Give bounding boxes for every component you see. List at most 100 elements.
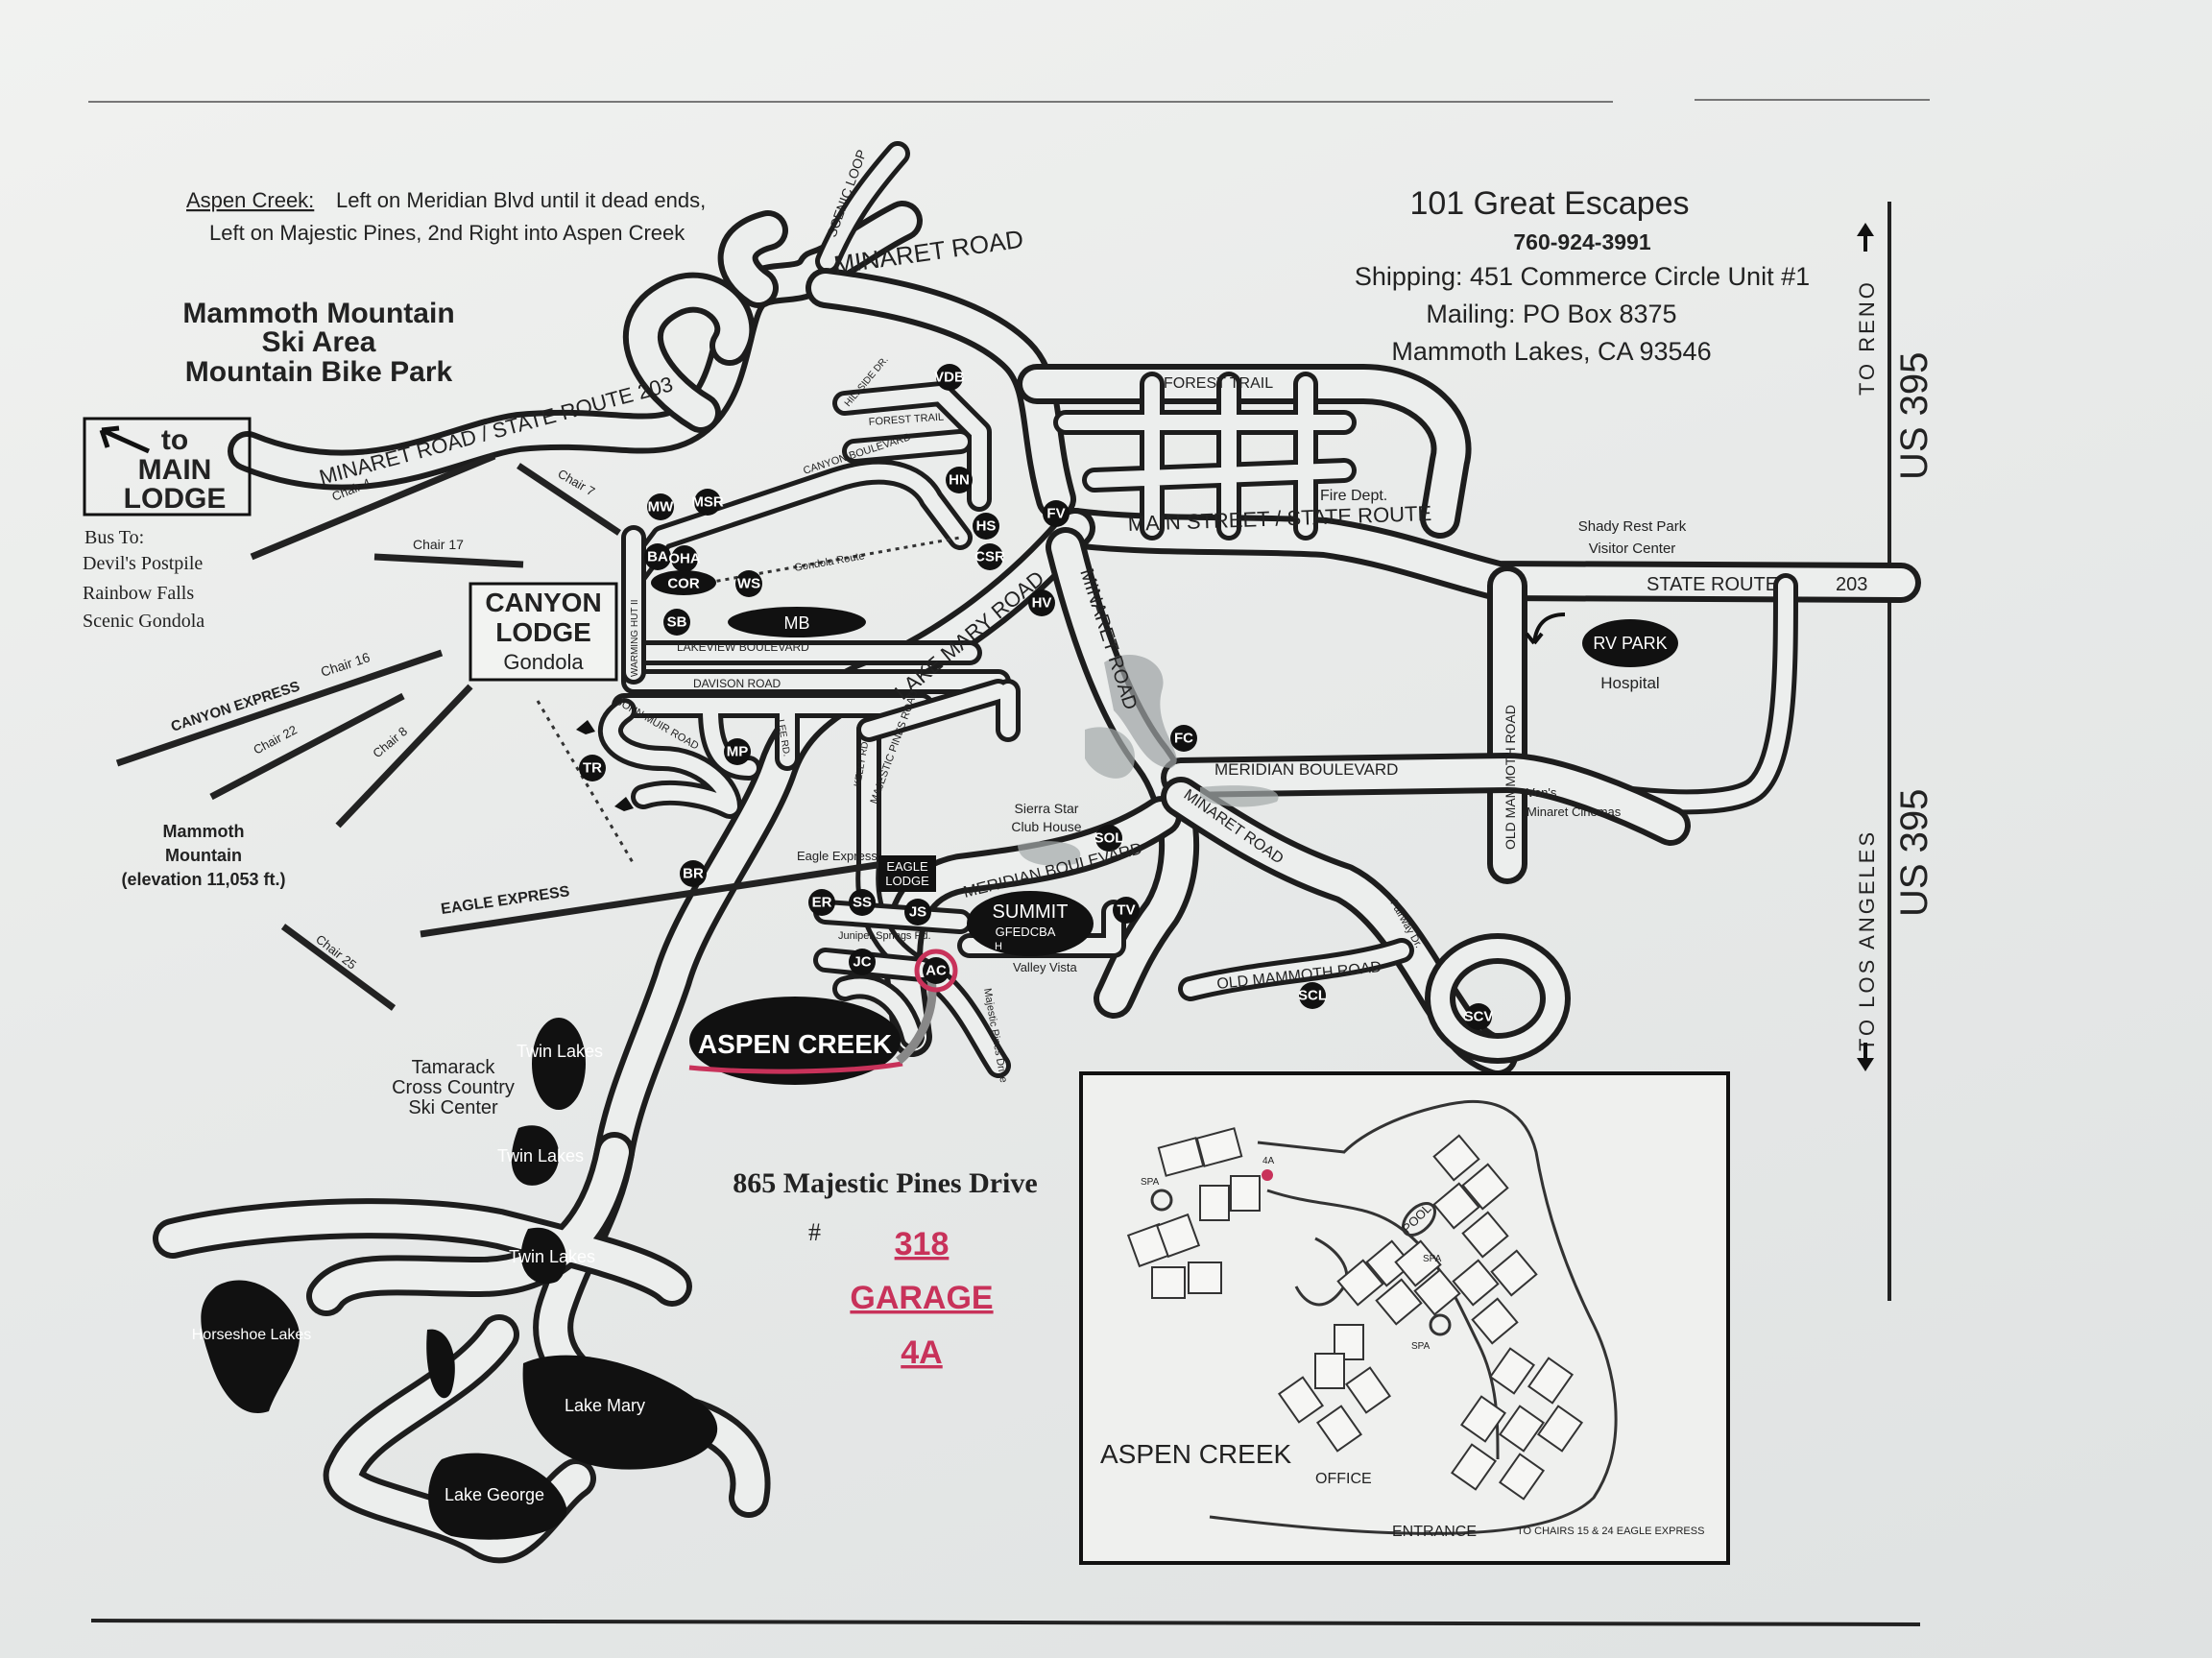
- lift-chair22: [209, 692, 405, 801]
- lake-george: [428, 1453, 567, 1540]
- main-lodge-to: to: [161, 424, 188, 456]
- marker-ss: [849, 889, 876, 916]
- company-mailing: Mailing: PO Box 8375: [1426, 300, 1676, 328]
- road-label-davison: DAVISON ROAD: [693, 677, 781, 690]
- marker-er: [808, 889, 835, 916]
- aspen-creek-pill: [689, 997, 901, 1085]
- lift-chair4: [250, 452, 496, 561]
- marker-sb: [663, 609, 690, 636]
- road-label-valley-vista: Valley Vista: [1013, 960, 1077, 974]
- marker-label: VDB: [934, 370, 965, 386]
- marker-hv: [1028, 589, 1055, 616]
- marker-label: BA: [647, 549, 668, 565]
- marker-ws: [735, 570, 762, 597]
- arrow-up-icon: [1857, 223, 1874, 236]
- bus-stop-1: Devil's Postpile: [83, 553, 203, 574]
- marker-fc: [1170, 725, 1197, 752]
- lift-label-chair16: Chair 16: [319, 649, 372, 680]
- marker-label: JC: [853, 954, 871, 971]
- unit-number: 318: [895, 1226, 950, 1262]
- marker-hn: [946, 467, 973, 493]
- company-phone: 760-924-3991: [1513, 229, 1650, 254]
- eagle-lodge-line2: LODGE: [885, 874, 929, 888]
- marker-label: MW: [648, 499, 674, 516]
- vons-label: Von's: [1527, 785, 1557, 800]
- canyon-lodge-sub: Gondola: [503, 650, 584, 674]
- main-lodge-arrow: [99, 425, 151, 454]
- marker-js: [904, 899, 931, 925]
- marker-label: ER: [812, 895, 832, 911]
- lift-label-eagle-express-small: Eagle Express: [797, 849, 878, 863]
- canyon-lodge-line2: LODGE: [495, 617, 591, 647]
- road-label-state-route: STATE ROUTE: [1647, 574, 1778, 595]
- marker-label: SCL: [1298, 988, 1327, 1004]
- marker-label: TV: [1117, 902, 1135, 919]
- marker-ba: [644, 543, 671, 570]
- marker-mw: [647, 493, 674, 520]
- hospital-label: Hospital: [1600, 674, 1659, 692]
- elevation-line3: (elevation 11,053 ft.): [121, 870, 285, 889]
- road-label-old-mammoth-v: OLD MAMMOTH ROAD: [1503, 705, 1518, 850]
- company-city: Mammoth Lakes, CA 93546: [1391, 337, 1711, 366]
- mountain-line2: Ski Area: [262, 326, 376, 358]
- marker-tv: [1113, 897, 1140, 924]
- road-forest-trail: [1017, 364, 1472, 539]
- lift-chair8: [335, 684, 473, 829]
- summit-sub2: H: [995, 941, 1002, 952]
- lift-eagle-express: [420, 860, 884, 938]
- directions-place: Aspen Creek:: [186, 188, 314, 212]
- marker-label: TR: [583, 760, 602, 777]
- main-lodge-line2: LODGE: [124, 483, 227, 515]
- inset-title: ASPEN CREEK: [1100, 1439, 1291, 1469]
- company-shipping: Shipping: 451 Commerce Circle Unit #1: [1355, 262, 1810, 291]
- inset-garage-marker-label: 4A: [1262, 1156, 1275, 1166]
- inset-chairs: TO CHAIRS 15 & 24 EAGLE EXPRESS: [1517, 1526, 1704, 1537]
- mountain-line3: Mountain Bike Park: [185, 356, 453, 388]
- unit-space: 4A: [901, 1334, 942, 1371]
- summit-sub: GFEDCBA: [996, 925, 1056, 939]
- mb-pill: [728, 607, 866, 637]
- marker-label: HS: [976, 518, 997, 535]
- elevation-line1: Mammoth: [163, 822, 245, 841]
- lift-chair17: [373, 553, 524, 568]
- rv-arrow: [1525, 613, 1566, 645]
- marker-hs: [973, 513, 999, 540]
- bottom-rule: [90, 1619, 1921, 1626]
- aspen-creek-marker-ring: [914, 949, 958, 993]
- unit-hash: #: [808, 1218, 821, 1246]
- eagle-lodge-line1: EAGLE: [886, 859, 928, 874]
- inset-spa2: SPA: [1423, 1254, 1442, 1264]
- aspen-creek-underline: [688, 1061, 903, 1074]
- marker-label: CSR: [974, 549, 1005, 565]
- tamarack-line3: Ski Center: [408, 1097, 498, 1118]
- ski-lifts: [115, 452, 884, 1011]
- road-label-warming-hut: WARMING HUT II: [630, 599, 640, 677]
- ski-path-dots: [536, 700, 636, 865]
- marker-cor: [651, 570, 716, 595]
- marker-label: MP: [727, 744, 749, 760]
- lake-label-horseshoe: Horseshoe Lakes: [192, 1327, 312, 1343]
- canyon-lodge-box: [469, 582, 618, 682]
- golf-course-shade: [1104, 654, 1177, 768]
- marker-mp: [724, 738, 751, 765]
- marker-ac: [923, 957, 950, 984]
- skier-icon: [576, 720, 595, 734]
- cinemas-label: Minaret Cinemas: [1527, 805, 1622, 819]
- marker-label: FC: [1174, 731, 1193, 747]
- marker-label: HN: [949, 472, 970, 489]
- us395-bottom-label: US 395: [1893, 789, 1936, 917]
- company-name: 101 Great Escapes: [1409, 185, 1689, 222]
- marker-label: JS: [909, 904, 926, 921]
- sierra-star-label: Sierra Star: [1015, 801, 1079, 816]
- road-label-gondola: Gondola Route: [793, 550, 865, 574]
- us395-top-label: US 395: [1893, 352, 1936, 480]
- lakes: [201, 1018, 718, 1540]
- road-label-forest-trail: FOREST TRAIL: [1164, 375, 1273, 392]
- main-lodge-line1: MAIN: [138, 454, 212, 486]
- skier-icon: [614, 797, 634, 811]
- shady-rest-label: Shady Rest Park: [1578, 518, 1687, 535]
- marker-fv: [1043, 500, 1070, 527]
- arrow-down-icon: [1857, 1058, 1874, 1071]
- road-label-sr-num: 203: [1836, 574, 1867, 595]
